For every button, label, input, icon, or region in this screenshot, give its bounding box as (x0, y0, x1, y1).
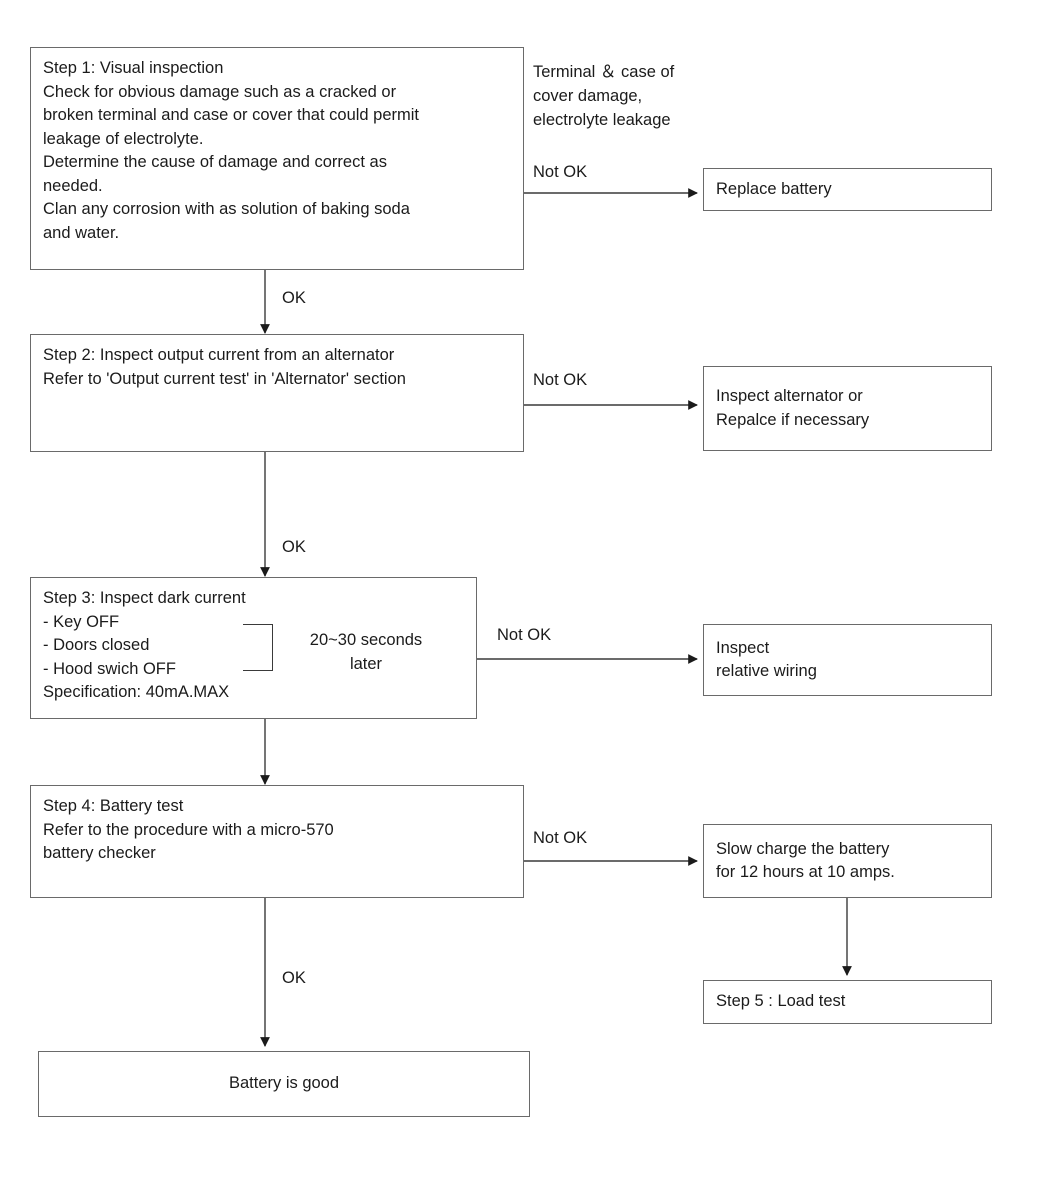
edge-label-not-ok-step4: Not OK (533, 829, 588, 847)
node-battery-is-good[interactable]: Battery is good (38, 1051, 530, 1117)
edge-label-not-ok-step2: Not OK (533, 371, 588, 389)
edge-label-not-ok-step3: Not OK (497, 626, 552, 644)
edge-label-ok-step2: OK (282, 538, 306, 556)
damage-condition-note: Terminal ＆ case of cover damage, electro… (533, 63, 675, 129)
node-replace-battery[interactable]: Replace battery (703, 168, 992, 211)
node-slow-charge-battery[interactable]: Slow charge the battery for 12 hours at … (703, 824, 992, 898)
node-step3[interactable]: Step 3: Inspect dark current - Key OFF -… (30, 577, 477, 719)
edge-label-ok-step1: OK (282, 289, 306, 307)
condition-group-bracket (243, 624, 273, 671)
node-step4[interactable]: Step 4: Battery test Refer to the proced… (30, 785, 524, 898)
edge-label-not-ok-step1: Not OK (533, 163, 588, 181)
node-inspect-relative-wiring[interactable]: Inspect relative wiring (703, 624, 992, 696)
timer-annotation: 20~30 seconds later (309, 631, 423, 673)
node-step1[interactable]: Step 1: Visual inspection Check for obvi… (30, 47, 524, 270)
node-inspect-alternator[interactable]: Inspect alternator or Repalce if necessa… (703, 366, 992, 451)
node-step5-load-test[interactable]: Step 5 : Load test (703, 980, 992, 1024)
edge-label-ok-step4: OK (282, 969, 306, 987)
node-step2[interactable]: Step 2: Inspect output current from an a… (30, 334, 524, 452)
